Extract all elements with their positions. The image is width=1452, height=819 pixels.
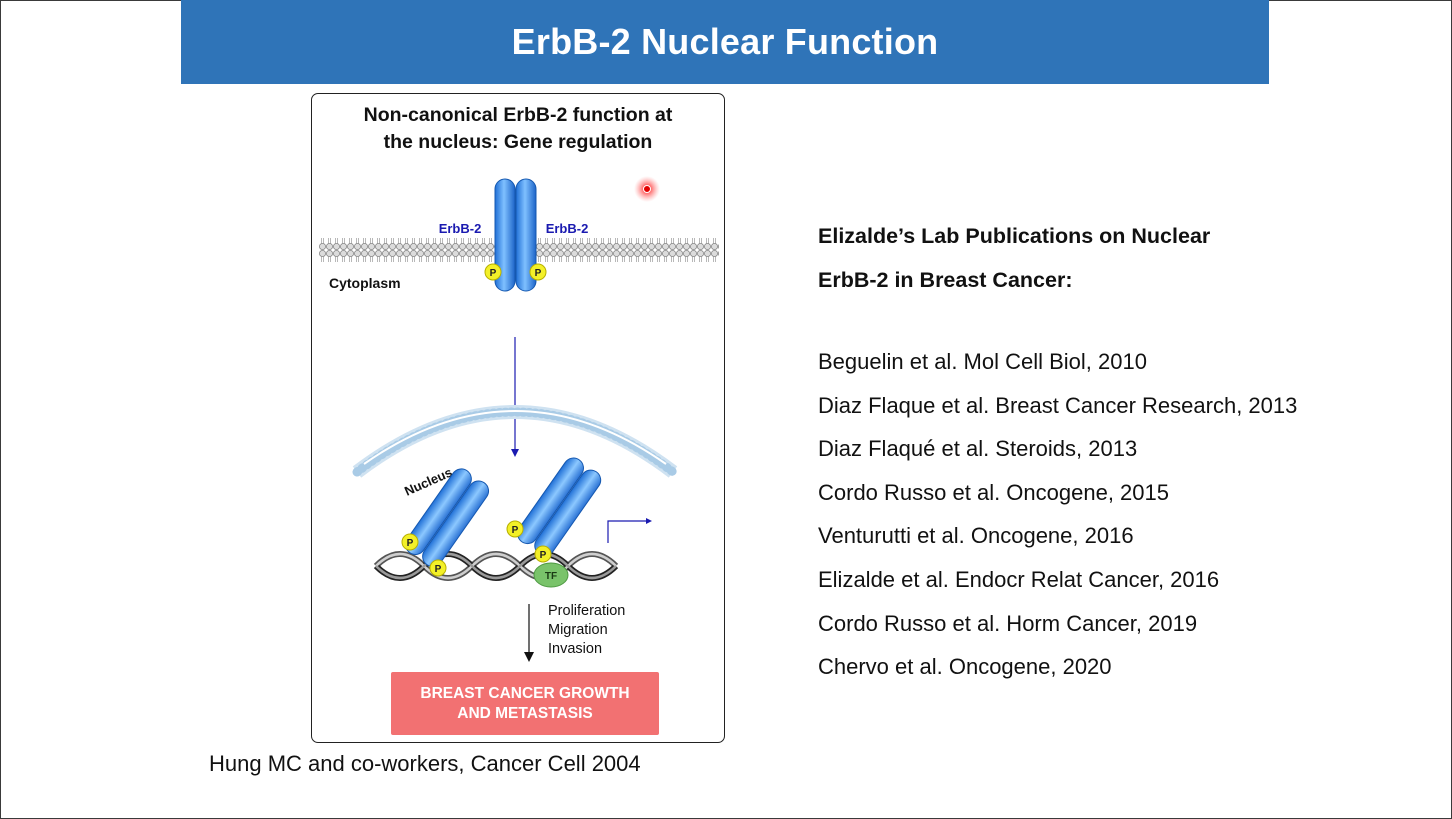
figure-citation: Hung MC and co-workers, Cancer Cell 2004 xyxy=(209,751,641,776)
translocation-arrow xyxy=(511,337,519,457)
receptor-label-left: ErbB-2 xyxy=(439,221,482,236)
cytoplasm-label: Cytoplasm xyxy=(329,275,401,291)
svg-text:P: P xyxy=(435,564,442,575)
dna-helix xyxy=(373,551,619,581)
publication-item: Chervo et al. Oncogene, 2020 xyxy=(818,654,1112,680)
svg-text:TF: TF xyxy=(545,571,557,582)
phospho-marker: P xyxy=(529,263,547,281)
outcome-proliferation: Proliferation xyxy=(548,603,626,619)
publication-item: Cordo Russo et al. Oncogene, 2015 xyxy=(818,479,1170,505)
publication-item: Elizalde et al. Endocr Relat Cancer, 201… xyxy=(818,566,1220,592)
publication-item: Venturutti et al. Oncogene, 2016 xyxy=(818,523,1134,549)
pathway-diagram: ErbB-2 ErbB-2 P P Nucleus xyxy=(319,176,719,662)
membrane-receptor-dimer xyxy=(494,178,537,292)
result-box: BREAST CANCER GROWTH AND METASTASIS xyxy=(391,672,659,735)
publication-item: Cordo Russo et al. Horm Cancer, 2019 xyxy=(818,610,1198,636)
outcome-invasion: Invasion xyxy=(548,641,603,657)
result-line1: BREAST CANCER GROWTH xyxy=(420,684,630,702)
phospho-marker: P xyxy=(506,520,524,538)
result-line2: AND METASTASIS xyxy=(457,704,593,722)
publication-item: Beguelin et al. Mol Cell Biol, 2010 xyxy=(818,349,1147,374)
svg-text:P: P xyxy=(535,268,542,279)
laser-pointer-icon xyxy=(634,176,660,202)
svg-text:P: P xyxy=(540,550,547,561)
svg-text:P: P xyxy=(407,538,414,549)
transcription-factor: TF xyxy=(533,562,569,588)
phospho-marker: P xyxy=(534,545,552,563)
figure-title-line2: the nucleus: Gene regulation xyxy=(383,131,653,153)
nuclear-receptor-dimer xyxy=(404,468,490,568)
publications-list: Beguelin et al. Mol Cell Biol, 2010 Diaz… xyxy=(818,340,1297,689)
transcription-start-arrow xyxy=(607,518,652,543)
publications-heading-line2: ErbB-2 in Breast Cancer: xyxy=(818,268,1073,292)
nuclear-envelope xyxy=(352,405,678,478)
outcome-arrow xyxy=(524,604,534,662)
receptor-label-right: ErbB-2 xyxy=(546,221,589,236)
publication-item: Diaz Flaqué et al. Steroids, 2013 xyxy=(818,436,1138,462)
publications-heading: Elizalde’s Lab Publications on Nuclear E… xyxy=(818,214,1210,302)
figure-title-line1: Non-canonical ErbB-2 function at xyxy=(363,104,673,126)
slide-title: ErbB-2 Nuclear Function xyxy=(511,21,939,62)
svg-text:P: P xyxy=(490,268,497,279)
publication-item: Diaz Flaque et al. Breast Cancer Researc… xyxy=(818,392,1298,418)
publications-heading-line1: Elizalde’s Lab Publications on Nuclear xyxy=(818,224,1211,248)
nuclear-receptor-dimer xyxy=(517,457,602,557)
phospho-marker: P xyxy=(401,533,419,551)
erbb2-figure: Non-canonical ErbB-2 function at the nuc… xyxy=(311,93,725,743)
phospho-marker: P xyxy=(429,559,447,577)
figure-title: Non-canonical ErbB-2 function at the nuc… xyxy=(312,102,724,156)
phospho-marker: P xyxy=(484,263,502,281)
outcome-migration: Migration xyxy=(548,622,608,638)
header-bar: ErbB-2 Nuclear Function xyxy=(181,0,1269,84)
svg-text:P: P xyxy=(512,525,519,536)
